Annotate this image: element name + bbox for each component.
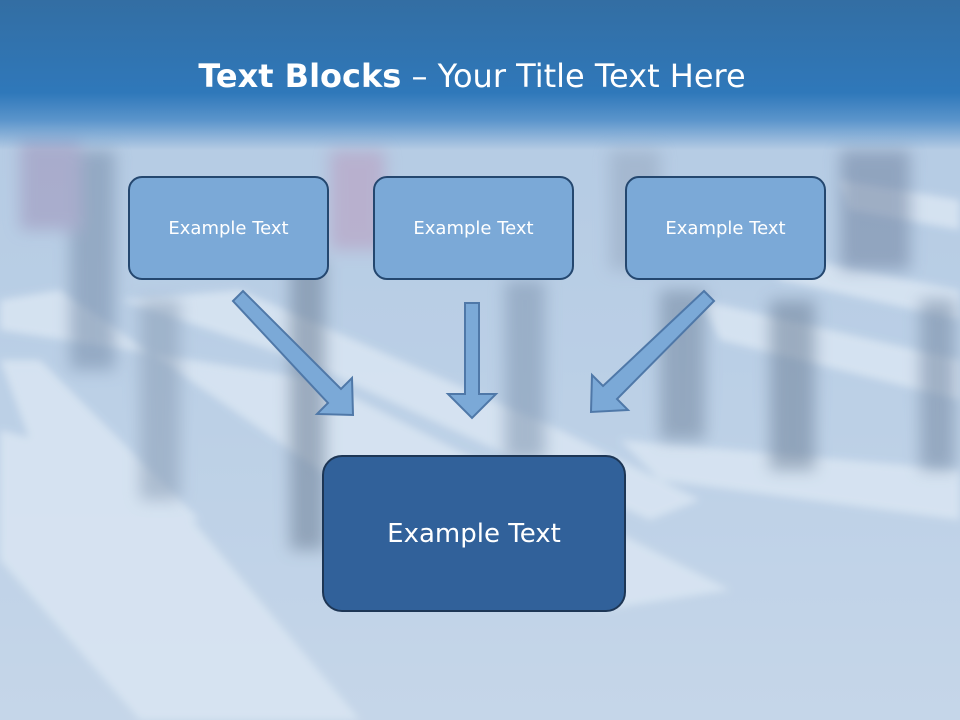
text-block-3[interactable]: Example Text [625,176,826,280]
text-block-1[interactable]: Example Text [128,176,329,280]
target-text-block[interactable]: Example Text [322,455,626,612]
slide-title: Text Blocks – Your Title Text Here [0,54,944,98]
arrow-right [589,289,716,414]
title-rest: Your Title Text Here [437,57,746,95]
title-band [0,0,960,150]
arrow-center [445,302,499,420]
title-dash: – [401,57,438,95]
text-block-2[interactable]: Example Text [373,176,574,280]
title-strong: Text Blocks [198,57,402,95]
arrow-left [231,289,355,417]
